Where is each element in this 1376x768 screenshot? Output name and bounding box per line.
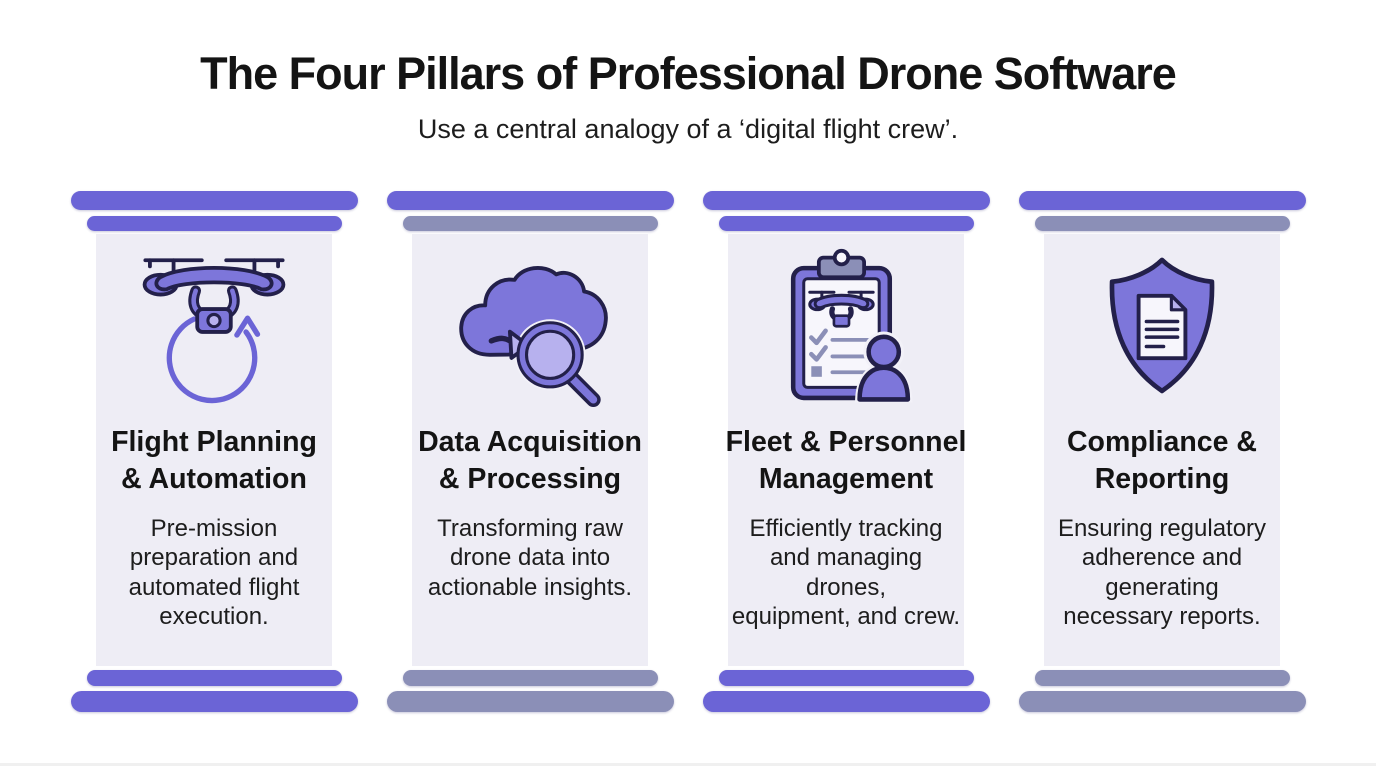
pillar-body: Compliance & Reporting Ensuring regulato…: [1044, 233, 1280, 666]
cloud-search-icon: [445, 234, 615, 420]
pillar-flight-planning: Flight Planning & Automation Pre-mission…: [70, 190, 358, 712]
header: The Four Pillars of Professional Drone S…: [0, 0, 1376, 145]
pillar-description: Transforming raw drone data into actiona…: [427, 514, 633, 601]
pillar-cap-second-bar: [86, 215, 342, 231]
page-subtitle: Use a central analogy of a ‘digital flig…: [417, 113, 959, 144]
pillar-cap-top-bar: [70, 190, 358, 210]
pillar-body: Flight Planning & Automation Pre-mission…: [96, 233, 332, 666]
pillar-compliance-reporting: Compliance & Reporting Ensuring regulato…: [1018, 190, 1306, 712]
pillar-description: Ensuring regulatory adherence and genera…: [1057, 514, 1267, 631]
pillar-cap-top-bar: [386, 190, 674, 210]
pillar-data-acquisition: Data Acquisition & Processing Transformi…: [386, 190, 674, 712]
pillar-cap-second-bar: [1034, 215, 1290, 231]
clipboard-crew-icon: [763, 234, 929, 420]
pillar-base-narrow-bar: [86, 669, 342, 686]
pillars-row: Flight Planning & Automation Pre-mission…: [0, 190, 1376, 712]
pillar-base-narrow-bar: [1034, 669, 1290, 686]
pillar-cap-second-bar: [718, 215, 974, 231]
pillar-cap-top-bar: [1018, 190, 1306, 210]
pillar-title: Fleet & Personnel Management: [725, 425, 967, 495]
pillar-body: Fleet & Personnel Management Efficiently…: [726, 233, 966, 666]
shield-document-icon: [1076, 234, 1248, 420]
pillar-title: Flight Planning & Automation: [111, 425, 317, 495]
pillar-base-wide-bar: [70, 690, 358, 712]
pillar-base-wide-bar: [386, 690, 674, 712]
pillar-base-narrow-bar: [402, 669, 658, 686]
pillar-description: Pre-mission preparation and automated fl…: [128, 514, 300, 631]
pillar-fleet-personnel: Fleet & Personnel Management Efficiently…: [702, 190, 990, 712]
pillar-description: Efficiently tracking and managing drones…: [731, 514, 961, 631]
drone-orbit-icon: [130, 234, 298, 420]
pillar-cap-top-bar: [702, 190, 990, 210]
pillar-base-narrow-bar: [718, 669, 974, 686]
pillar-base-wide-bar: [1018, 690, 1306, 712]
page-title: The Four Pillars of Professional Drone S…: [200, 48, 1177, 99]
pillar-body: Data Acquisition & Processing Transformi…: [412, 233, 648, 666]
pillar-title: Data Acquisition & Processing: [418, 425, 642, 495]
pillar-title: Compliance & Reporting: [1066, 425, 1258, 495]
bottom-edge-artifact: [0, 763, 1376, 766]
pillar-cap-second-bar: [402, 215, 658, 231]
pillar-base-wide-bar: [702, 690, 990, 712]
